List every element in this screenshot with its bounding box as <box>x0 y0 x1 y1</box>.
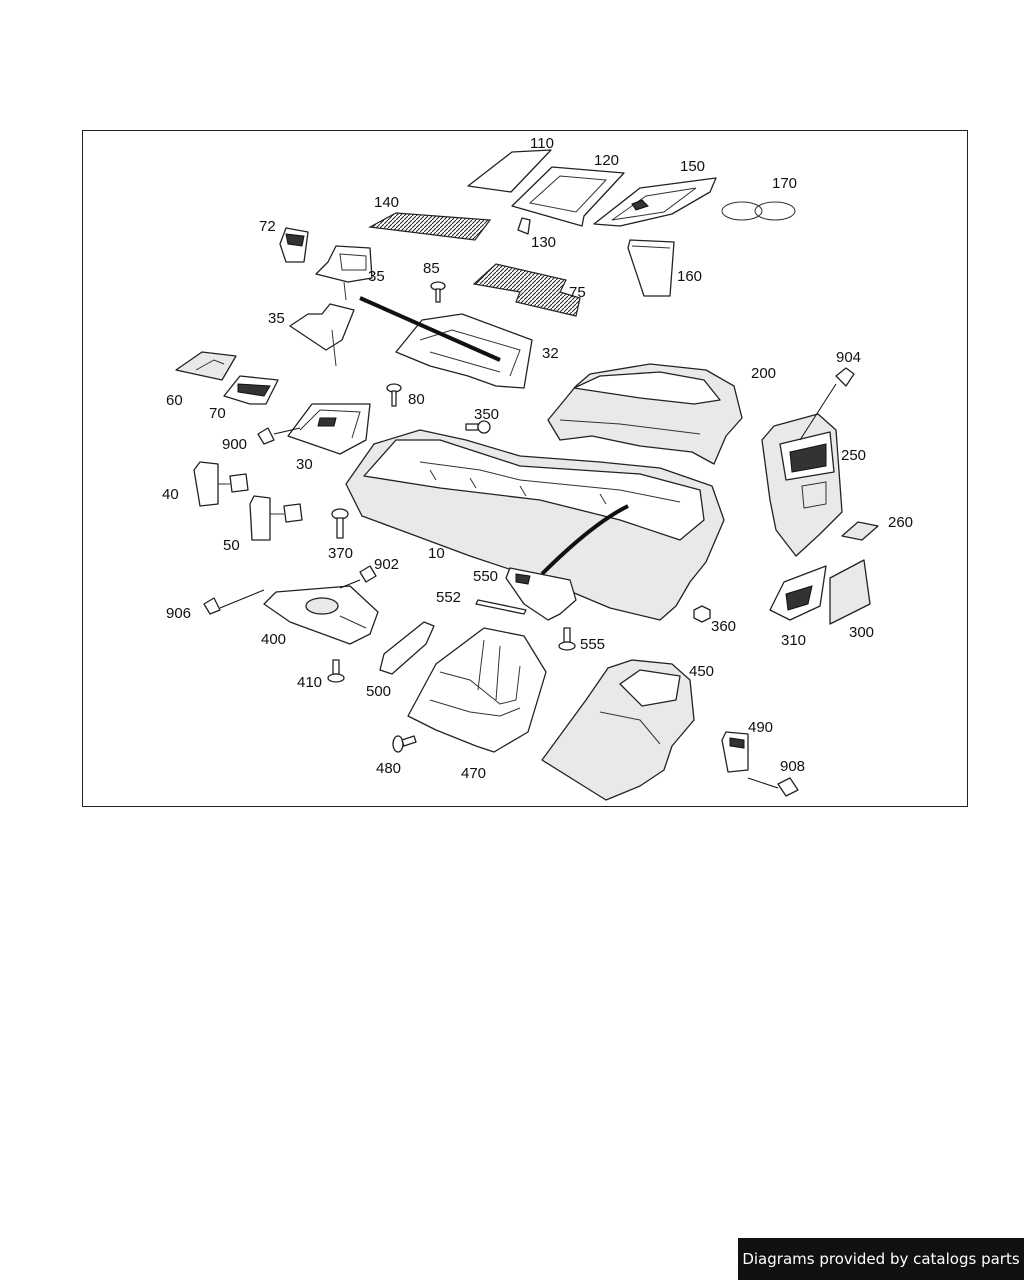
callout-480: 480 <box>376 760 401 777</box>
leader-lines <box>219 383 837 789</box>
callout-370: 370 <box>328 545 353 562</box>
part-40-socket[interactable] <box>193 461 249 507</box>
part-60-tray[interactable] <box>175 351 237 381</box>
callout-labels: 110 120 150 170 140 72 130 35 85 75 160 … <box>162 135 913 782</box>
part-906-tag[interactable] <box>203 597 221 615</box>
part-72-insert[interactable] <box>279 227 309 263</box>
part-902-tag[interactable] <box>359 565 377 583</box>
callout-250: 250 <box>841 447 866 464</box>
callout-310: 310 <box>781 632 806 649</box>
callout-170: 170 <box>772 175 797 192</box>
part-35-upper-bracket[interactable] <box>315 245 373 301</box>
callout-906: 906 <box>166 605 191 622</box>
callout-35a: 35 <box>368 268 385 285</box>
callout-75: 75 <box>569 284 586 301</box>
callout-470: 470 <box>461 765 486 782</box>
callout-490: 490 <box>748 719 773 736</box>
callout-130: 130 <box>531 234 556 251</box>
part-160-cup-insert[interactable] <box>627 239 675 297</box>
part-200-armrest[interactable] <box>547 363 743 465</box>
callout-300: 300 <box>849 624 874 641</box>
callout-410: 410 <box>297 674 322 691</box>
callout-902: 902 <box>374 556 399 573</box>
callout-120: 120 <box>594 152 619 169</box>
part-310-vent[interactable] <box>769 565 827 621</box>
part-250-rear-panel[interactable] <box>761 413 843 557</box>
callout-50: 50 <box>223 537 240 554</box>
callout-550: 550 <box>473 568 498 585</box>
part-50-socket[interactable] <box>249 495 303 541</box>
part-552-pin[interactable] <box>475 599 527 615</box>
part-370-bolt[interactable] <box>331 508 349 539</box>
part-410-screw[interactable] <box>327 659 345 683</box>
callout-70: 70 <box>209 405 226 422</box>
part-490-socket[interactable] <box>721 731 749 773</box>
part-450-cover-panel[interactable] <box>541 659 695 801</box>
callout-35b: 35 <box>268 310 285 327</box>
part-130-clip[interactable] <box>517 217 531 235</box>
callout-140: 140 <box>374 194 399 211</box>
callout-555: 555 <box>580 636 605 653</box>
part-350-screw[interactable] <box>465 420 491 434</box>
callout-908: 908 <box>780 758 805 775</box>
part-120-trim-frame[interactable] <box>511 166 625 227</box>
callout-60: 60 <box>166 392 183 409</box>
part-30-base-plate[interactable] <box>287 403 371 455</box>
part-35-lower-bracket[interactable] <box>289 303 355 367</box>
callout-552: 552 <box>436 589 461 606</box>
part-480-screw[interactable] <box>392 735 417 753</box>
part-70-tray[interactable] <box>223 375 279 405</box>
callout-200: 200 <box>751 365 776 382</box>
callout-30: 30 <box>296 456 313 473</box>
part-550-latch[interactable] <box>505 567 577 621</box>
part-110-lid-pad[interactable] <box>467 149 552 193</box>
part-360-nut[interactable] <box>693 605 711 623</box>
callout-500: 500 <box>366 683 391 700</box>
part-900-tag[interactable] <box>257 427 275 445</box>
part-555-screw[interactable] <box>558 627 576 651</box>
part-470-duct[interactable] <box>407 627 547 753</box>
callout-900: 900 <box>222 436 247 453</box>
callout-360: 360 <box>711 618 736 635</box>
callout-400: 400 <box>261 631 286 648</box>
part-500-handle[interactable] <box>379 621 435 675</box>
part-170-rings[interactable] <box>721 201 796 221</box>
callout-72: 72 <box>259 218 276 235</box>
diagram-frame <box>82 130 968 807</box>
callout-40: 40 <box>162 486 179 503</box>
callout-110: 110 <box>530 135 554 152</box>
part-85-screw[interactable] <box>430 281 446 303</box>
part-904-tag[interactable] <box>835 367 855 387</box>
callout-260: 260 <box>888 514 913 531</box>
callout-150: 150 <box>680 158 705 175</box>
part-32-tray-frame[interactable] <box>359 296 533 389</box>
part-400-ashtray-unit[interactable] <box>263 585 379 645</box>
callout-350: 350 <box>474 406 499 423</box>
credit-banner: Diagrams provided by catalogs parts <box>738 1238 1024 1280</box>
part-300-cover[interactable] <box>829 559 871 625</box>
part-150-trim-panel[interactable] <box>593 177 717 227</box>
callout-10: 10 <box>428 545 445 562</box>
part-140-mat[interactable] <box>368 212 492 241</box>
part-10-console-housing[interactable] <box>345 429 725 621</box>
callout-32: 32 <box>542 345 559 362</box>
callout-80: 80 <box>408 391 425 408</box>
part-75-liner[interactable] <box>472 263 581 317</box>
callout-450: 450 <box>689 663 714 680</box>
callout-904: 904 <box>836 349 861 366</box>
part-80-screw[interactable] <box>386 383 402 407</box>
part-908-tag[interactable] <box>777 777 799 797</box>
callout-160: 160 <box>677 268 702 285</box>
part-260-pad[interactable] <box>841 521 879 541</box>
callout-85: 85 <box>423 260 440 277</box>
